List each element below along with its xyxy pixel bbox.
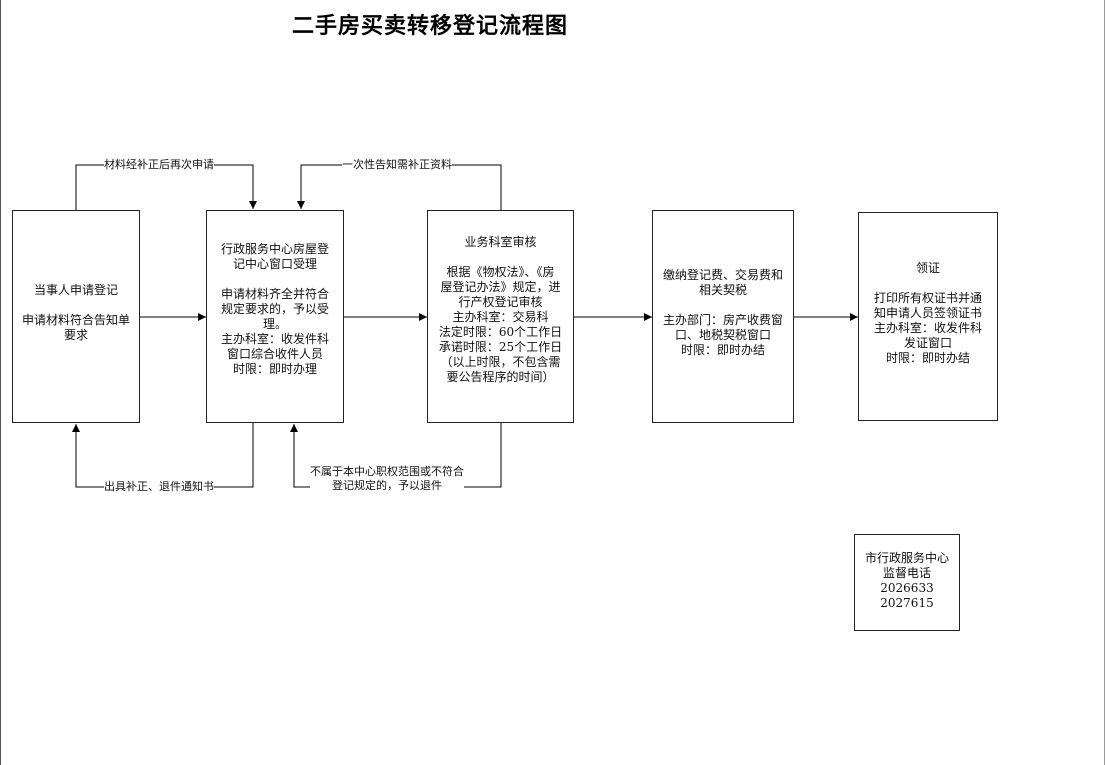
page-title: 二手房买卖转移登记流程图: [291, 14, 568, 39]
loop-reject-label: 不属于本中心职权范围或不符合 登记规定的，予以退件: [310, 465, 464, 493]
step-review-box: 业务科室审核 根据《物权法》、《房 屋登记办法》规定，进 行产权登记审核 主办科…: [427, 210, 574, 423]
step-accept-box: 行政服务中心房屋登 记中心窗口受理 申请材料齐全并符合 规定要求的，予以受 理。…: [206, 210, 344, 423]
step-collect-box: 领证 打印所有权证书并通 知申请人员签领证书 主办科室：收发件科 发证窗口 时限…: [858, 212, 998, 421]
step-apply-box: 当事人申请登记 申请材料符合告知单 要求: [12, 210, 140, 423]
step-payment-text: 缴纳登记费、交易费和: [662, 268, 783, 282]
loop-resubmit-label: 材料经补正后再次申请: [104, 158, 214, 172]
hotline-number-1: 2026633: [880, 581, 934, 595]
loop-notify-label: 一次性告知需补正资料: [342, 158, 452, 172]
step-review-text: 业务科室审核: [464, 235, 537, 249]
hotline-box: 市行政服务中心 监督电话 2026633 2027615: [854, 534, 960, 631]
loop-return-label: 出具补正、退件通知书: [104, 480, 214, 494]
hotline-number-2: 2027615: [880, 596, 934, 610]
step-payment-box: 缴纳登记费、交易费和 相关契税 主办部门：房产收费窗 口、地税契税窗口 时限：即…: [652, 210, 794, 423]
hotline-title: 市行政服务中心: [864, 551, 949, 565]
step-collect-text: 领证: [915, 261, 940, 275]
page-left-border: [0, 0, 1, 765]
loop-return-path: [72, 423, 254, 488]
step-apply-text: 当事人申请登记: [33, 283, 118, 297]
step-accept-text: 行政服务中心房屋登: [220, 242, 329, 256]
